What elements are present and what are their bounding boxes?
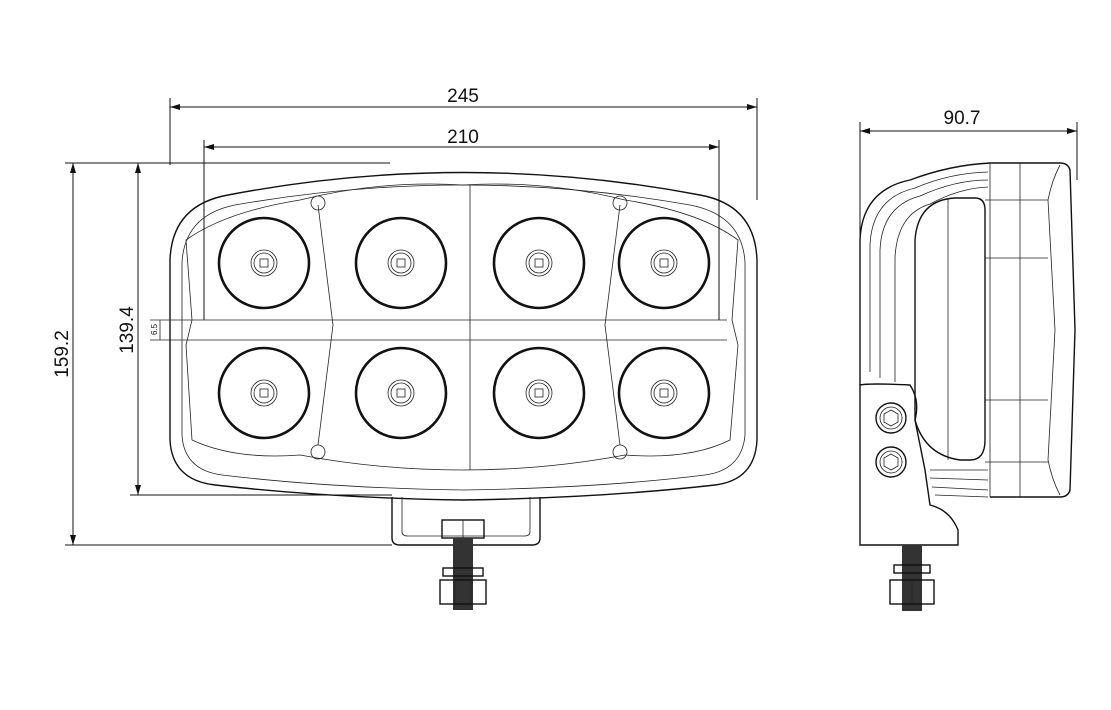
dimension-overall-height: 159.2 [52,162,392,546]
side-bolt [902,545,922,611]
housing-outline [169,171,758,501]
led-chip [534,388,544,398]
center-band-dimension: 6.5 [150,319,727,341]
led-array [217,216,711,440]
inner-panel-outline [185,183,739,471]
overall-width-label: 245 [447,86,479,107]
mounting-dots [310,195,628,460]
led-lens [354,346,448,440]
side-view: 90.7 [859,108,1078,611]
led-chip [396,258,406,268]
overall-height-label: 159.2 [52,330,73,378]
led-lens [492,346,586,440]
panel-dividers [317,185,621,470]
led-lens [217,216,311,310]
front-view: 6.5 [150,171,758,610]
led-lens [217,346,311,440]
led-chip [259,388,269,398]
depth-label: 90.7 [944,108,981,129]
dimension-overall-width: 245 [169,86,758,200]
dimension-led-span: 210 [203,127,720,320]
led-chip [396,388,406,398]
led-span-label: 210 [447,127,479,148]
led-chip [259,258,269,268]
led-lens [617,346,711,440]
led-chip [534,258,544,268]
led-lens [492,216,586,310]
center-band-label: 6.5 [150,323,159,335]
mount-bolt [439,538,487,610]
mount-bracket [391,497,541,546]
led-chip [659,258,669,268]
lens-outline [181,184,746,491]
led-chip [659,388,669,398]
led-lens [354,216,448,310]
dimension-housing-height: 139.4 [117,163,392,496]
housing-height-label: 139.4 [117,306,138,354]
led-lens [617,216,711,310]
